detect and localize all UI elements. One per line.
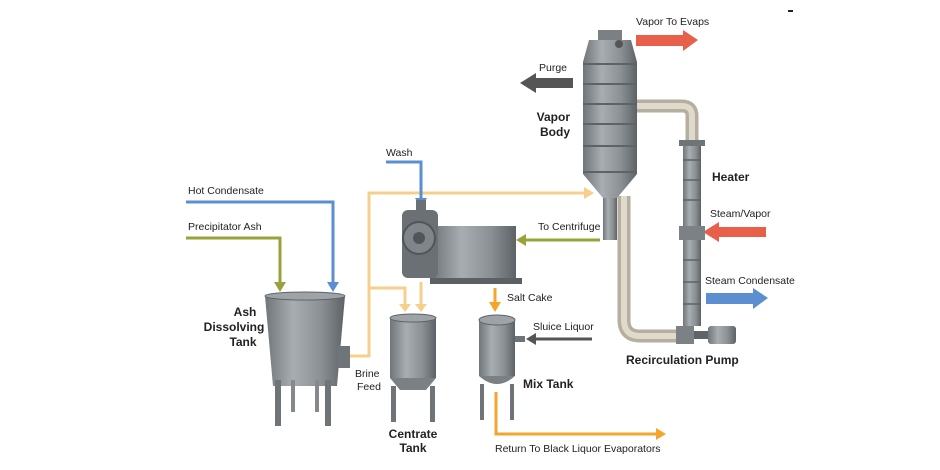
recirculation-pump-label: Recirculation Pump xyxy=(626,353,739,367)
purge-arrow xyxy=(520,73,573,93)
vapor-body-label-line1: Vapor xyxy=(537,110,571,124)
steam-condensate-arrow xyxy=(706,288,768,309)
precipitator-ash-line xyxy=(186,236,286,292)
centrate-tank xyxy=(389,313,437,422)
vapor-to-evaps-arrow xyxy=(636,30,698,51)
ash-tank-label-line2: Dissolving xyxy=(204,320,265,334)
recirculation-pump xyxy=(676,326,736,344)
recirculation-piping xyxy=(617,99,699,343)
wash-label: Wash xyxy=(386,147,413,159)
sluice-liquor-label: Sluice Liquor xyxy=(533,321,594,333)
ash-tank-label-line3: Tank xyxy=(229,335,256,349)
hot-condensate-line xyxy=(186,200,339,292)
to-centrifuge-label: To Centrifuge xyxy=(538,221,601,233)
heater-vessel xyxy=(679,140,705,326)
ash-tank-label-line1: Ash xyxy=(234,305,257,319)
mix-tank-label: Mix Tank xyxy=(523,377,574,391)
purge-label: Purge xyxy=(539,62,567,74)
hot-condensate-label: Hot Condensate xyxy=(188,185,264,197)
salt-cake-label: Salt Cake xyxy=(507,292,553,304)
return-to-evaporators-label: Return To Black Liquor Evaporators xyxy=(495,443,661,455)
steam-vapor-label: Steam/Vapor xyxy=(710,208,771,220)
sluice-liquor-line xyxy=(526,333,592,345)
steam-vapor-arrow xyxy=(703,222,766,242)
vapor-to-evaps-label: Vapor To Evaps xyxy=(636,16,709,28)
precipitator-ash-label: Precipitator Ash xyxy=(188,221,262,233)
dash-mark xyxy=(788,10,793,12)
steam-condensate-label: Steam Condensate xyxy=(705,275,795,287)
to-centrifuge-line xyxy=(516,234,600,246)
centrifuge xyxy=(402,200,522,284)
ash-dissolving-tank xyxy=(264,291,350,426)
return-to-evaporators-line xyxy=(494,392,666,440)
brine-feed-label-line2: Feed xyxy=(357,381,381,393)
heater-label: Heater xyxy=(712,170,750,184)
mix-tank xyxy=(478,314,525,420)
brine-feed-line xyxy=(350,187,594,358)
centrate-tank-label-line2: Tank xyxy=(399,441,426,455)
centrate-tank-label-line1: Centrate xyxy=(389,427,438,441)
vapor-body-label-line2: Body xyxy=(540,125,570,139)
brine-feed-label-line1: Brine xyxy=(355,368,380,380)
vapor-body-vessel xyxy=(583,30,637,240)
salt-cake-line xyxy=(489,288,501,312)
